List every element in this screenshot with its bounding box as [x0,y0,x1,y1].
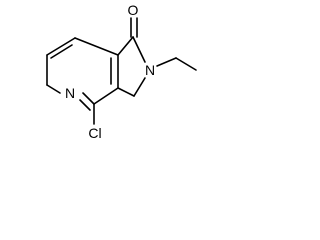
bond-c7a-c1 [117,36,134,56]
bond-n2-ch2 [156,57,177,67]
atom-label-carbonyl-oxygen: O [128,2,139,18]
bond-n5-c4-double [79,99,91,111]
atom-label-lactam-nitrogen: N [145,62,155,78]
bond-c4-c3a [93,87,119,105]
atom-label-chlorine: Cl [88,125,101,141]
bond-c1-n2 [132,36,146,63]
bond-c7a-c7-top [74,37,119,56]
bond-n5-c4 [82,92,95,105]
bond-n2-c3 [133,77,146,97]
bond-c6-n5 [46,84,61,94]
bond-c7-c7-double [50,44,73,59]
bond-c3-c3a [117,87,135,97]
atom-label-pyridine-nitrogen: N [65,85,75,101]
bond-ch2-ch3 [175,57,197,71]
chemical-structure-diagram: O N N Cl [46,2,197,141]
bond-c7a-c7 [46,37,76,56]
